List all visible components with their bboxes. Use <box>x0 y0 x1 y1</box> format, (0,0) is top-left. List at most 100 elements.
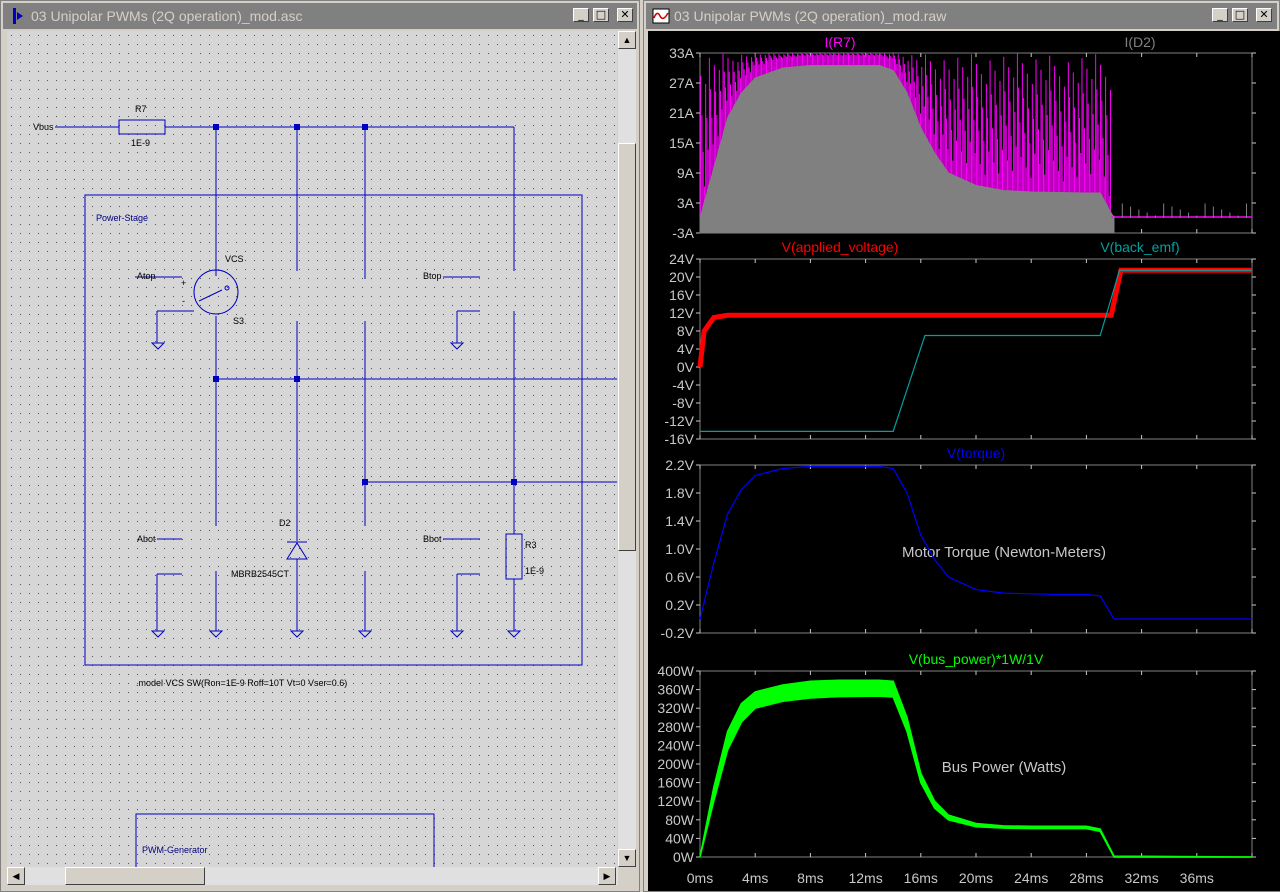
net-label-vbus[interactable]: Vbus <box>33 122 54 132</box>
y-tick-label: 3A <box>677 195 695 211</box>
y-tick-label: -3A <box>672 225 694 241</box>
x-tick-label: 0ms <box>687 870 713 886</box>
schematic-window: 03 Unipolar PWMs (2Q operation)_mod.asc … <box>0 0 640 892</box>
y-tick-label: 2.2V <box>665 457 694 473</box>
legend-label: I(R7) <box>824 34 855 50</box>
y-tick-label: 27A <box>669 75 695 91</box>
waveform-window: 03 Unipolar PWMs (2Q operation)_mod.raw … <box>643 0 1280 892</box>
y-tick-label: 80W <box>665 812 695 828</box>
minimize-button[interactable]: _ <box>573 8 589 22</box>
series-area <box>699 65 1115 234</box>
y-tick-label: 200W <box>657 756 694 772</box>
close-button[interactable]: ✕ <box>1256 8 1272 22</box>
schematic-titlebar[interactable]: 03 Unipolar PWMs (2Q operation)_mod.asc … <box>3 3 637 29</box>
x-tick-label: 24ms <box>1014 870 1048 886</box>
waveform-window-title: 03 Unipolar PWMs (2Q operation)_mod.raw <box>674 8 947 24</box>
series-line <box>699 465 1252 620</box>
legend-label: I(D2) <box>1124 34 1155 50</box>
switch-minus: - <box>182 296 185 306</box>
power-stage-label: Power-Stage <box>96 213 148 223</box>
schematic-drawing: Vbus R7 1E-9 Power-Stage VCS S3 + - Atop… <box>33 104 617 867</box>
y-tick-label: 15A <box>669 135 695 151</box>
x-tick-label: 16ms <box>904 870 938 886</box>
x-tick-label: 4ms <box>742 870 768 886</box>
y-tick-label: -16V <box>664 431 694 447</box>
y-tick-label: -12V <box>664 413 694 429</box>
y-tick-label: 16V <box>669 287 695 303</box>
x-tick-label: 12ms <box>848 870 882 886</box>
model-directive[interactable]: .model VCS SW(Ron=1E-9 Roff=10T Vt=0 Vse… <box>136 678 347 688</box>
maximize-button[interactable]: □ <box>593 8 609 22</box>
x-tick-label: 20ms <box>959 870 993 886</box>
y-tick-label: 360W <box>657 682 694 698</box>
x-tick-label: 8ms <box>797 870 823 886</box>
y-tick-label: 1.0V <box>665 541 694 557</box>
y-tick-label: 0V <box>677 359 695 375</box>
y-tick-label: -0.2V <box>661 625 695 641</box>
scroll-down-arrow-icon[interactable]: ▼ <box>618 849 636 867</box>
y-tick-label: 0W <box>673 849 695 865</box>
legend-label: V(back_emf) <box>1100 239 1179 255</box>
vertical-scroll-thumb[interactable] <box>618 143 636 551</box>
schematic-canvas[interactable]: Vbus R7 1E-9 Power-Stage VCS S3 + - Atop… <box>7 31 617 867</box>
y-tick-label: 120W <box>657 793 694 809</box>
y-tick-label: 320W <box>657 700 694 716</box>
plot-annotation: Motor Torque (Newton-Meters) <box>902 544 1106 561</box>
waveform-titlebar[interactable]: 03 Unipolar PWMs (2Q operation)_mod.raw … <box>646 3 1277 29</box>
x-tick-label: 32ms <box>1124 870 1158 886</box>
pwm-generator-label: PWM-Generator <box>142 845 208 855</box>
y-tick-label: 240W <box>657 737 694 753</box>
series-line <box>700 269 1252 432</box>
switch-type-label: VCS <box>225 254 244 264</box>
y-tick-label: -8V <box>672 395 694 411</box>
y-tick-label: 8V <box>677 323 695 339</box>
scroll-left-arrow-icon[interactable]: ◀ <box>7 867 25 885</box>
net-label-abot[interactable]: Abot <box>137 534 156 544</box>
maximize-button[interactable]: □ <box>1232 8 1248 22</box>
scroll-right-arrow-icon[interactable]: ▶ <box>598 867 616 885</box>
r7-value: 1E-9 <box>131 138 150 148</box>
y-tick-label: 4V <box>677 341 695 357</box>
r7-name: R7 <box>135 104 147 114</box>
x-tick-label: 36ms <box>1180 870 1214 886</box>
horizontal-scrollbar[interactable]: ◀ ▶ <box>7 867 618 885</box>
y-tick-label: 1.4V <box>665 513 694 529</box>
plot-annotation: Bus Power (Watts) <box>942 759 1066 776</box>
y-tick-label: 33A <box>669 45 695 61</box>
r3-value: 1E-9 <box>525 566 544 576</box>
series-line <box>697 267 1252 368</box>
horizontal-scroll-thumb[interactable] <box>65 867 205 885</box>
y-tick-label: 280W <box>657 719 694 735</box>
close-button[interactable]: ✕ <box>617 8 633 22</box>
d2-name: D2 <box>279 518 291 528</box>
minimize-button[interactable]: _ <box>1212 8 1228 22</box>
y-tick-label: 9A <box>677 165 695 181</box>
legend-label: V(torque) <box>947 445 1005 461</box>
net-label-atop[interactable]: Atop <box>137 271 156 281</box>
waveform-app-icon <box>652 8 670 24</box>
y-tick-label: -4V <box>672 377 694 393</box>
y-tick-label: 21A <box>669 105 695 121</box>
y-tick-label: 0.6V <box>665 569 694 585</box>
legend-label: V(bus_power)*1W/1V <box>909 651 1044 667</box>
switch-name-label: S3 <box>233 316 244 326</box>
x-tick-label: 28ms <box>1069 870 1103 886</box>
switch-plus: + <box>181 278 186 288</box>
d2-part: MBRB2545CT <box>231 569 290 579</box>
waveform-plots: 33A27A21A15A9A3A-3AI(R7)I(D2)24V20V16V12… <box>657 34 1256 886</box>
vertical-scrollbar[interactable]: ▲ ▼ <box>618 31 636 867</box>
y-tick-label: 12V <box>669 305 695 321</box>
y-tick-label: 40W <box>665 830 695 846</box>
scroll-up-arrow-icon[interactable]: ▲ <box>618 31 636 49</box>
net-label-bbot[interactable]: Bbot <box>423 534 442 544</box>
legend-label: V(applied_voltage) <box>782 239 899 255</box>
pane-frame <box>699 258 1253 440</box>
r3-name: R3 <box>525 540 537 550</box>
net-label-btop[interactable]: Btop <box>423 271 442 281</box>
schematic-window-title: 03 Unipolar PWMs (2Q operation)_mod.asc <box>31 8 303 24</box>
y-tick-label: 160W <box>657 775 694 791</box>
y-tick-label: 20V <box>669 269 695 285</box>
schematic-app-icon <box>13 8 23 24</box>
y-tick-label: 400W <box>657 663 694 679</box>
